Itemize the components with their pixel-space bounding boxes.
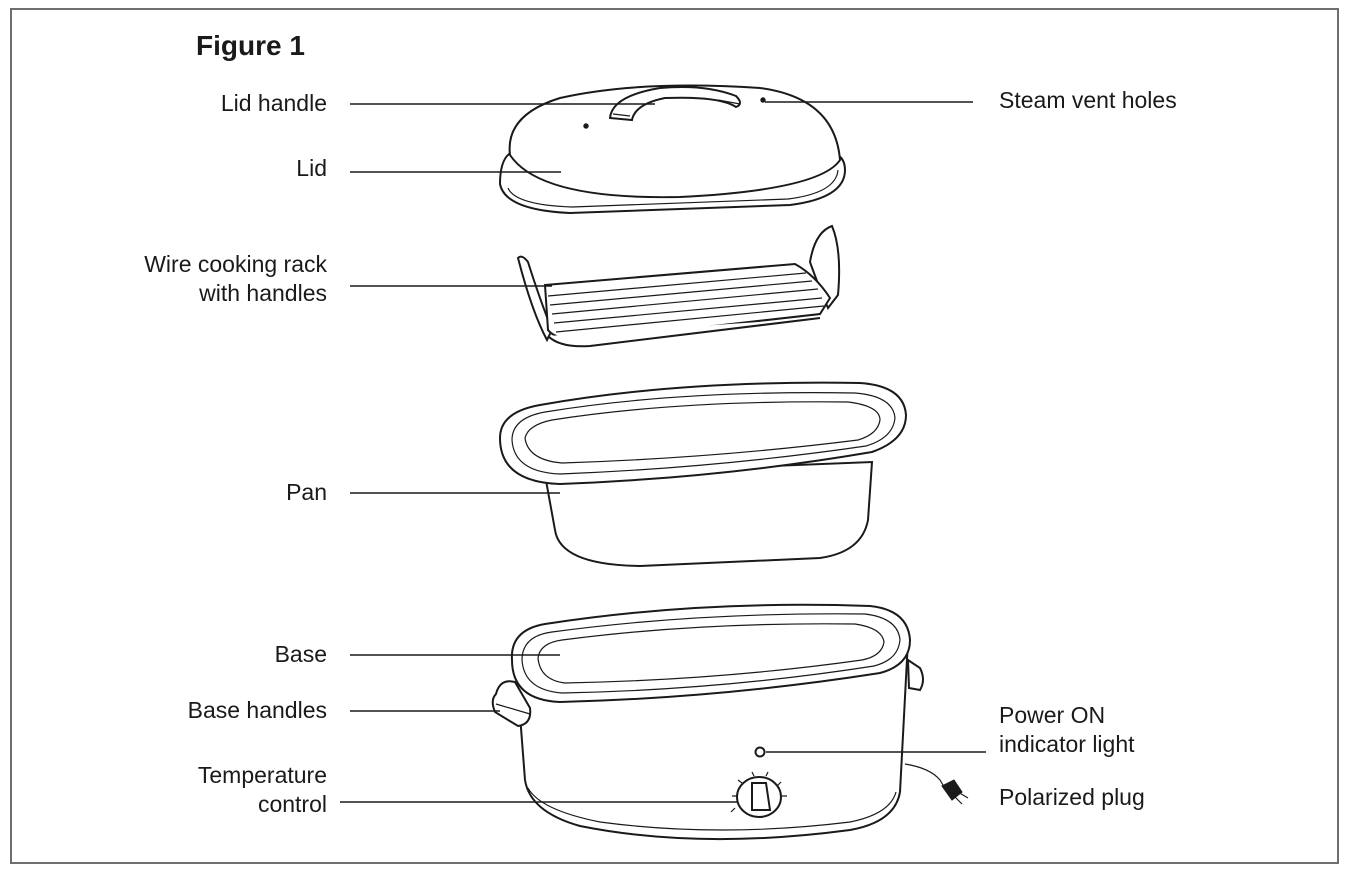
base-drawing [491, 603, 969, 841]
polarized-plug-icon [941, 779, 963, 801]
base-handle-right-drawing [906, 658, 924, 692]
label-temp-line2: control [257, 791, 327, 817]
label-power-line1: Power ON [999, 702, 1106, 728]
label-lid: Lid [296, 155, 327, 181]
label-rack: Wire cooking rack with handles [144, 250, 327, 308]
label-temp-line1: Temperature [197, 762, 327, 788]
label-rack-line2: with handles [199, 280, 327, 306]
label-temperature-control: Temperature control [198, 761, 327, 819]
label-base-handles: Base handles [187, 697, 327, 723]
pan-drawing [498, 381, 908, 568]
lid-drawing [498, 84, 847, 215]
label-pan: Pan [286, 479, 327, 505]
label-steam-vent-holes: Steam vent holes [999, 87, 1177, 113]
base-handle-left-drawing [491, 680, 532, 728]
label-power-line2: indicator light [999, 731, 1135, 757]
steam-vent-hole-icon [760, 97, 766, 103]
rack-drawing [516, 224, 841, 348]
label-lid-handle: Lid handle [220, 90, 327, 116]
leader-lines [340, 101, 986, 803]
steam-vent-hole-icon [583, 123, 589, 129]
figure-title: Figure 1 [196, 30, 305, 61]
label-power-indicator: Power ON indicator light [999, 701, 1135, 759]
figure-frame [10, 8, 1339, 864]
label-rack-line1: Wire cooking rack [144, 251, 327, 277]
power-indicator-light-icon [754, 746, 766, 758]
lid-handle-drawing [608, 86, 741, 122]
label-polarized-plug: Polarized plug [999, 784, 1145, 810]
label-base: Base [274, 641, 327, 667]
